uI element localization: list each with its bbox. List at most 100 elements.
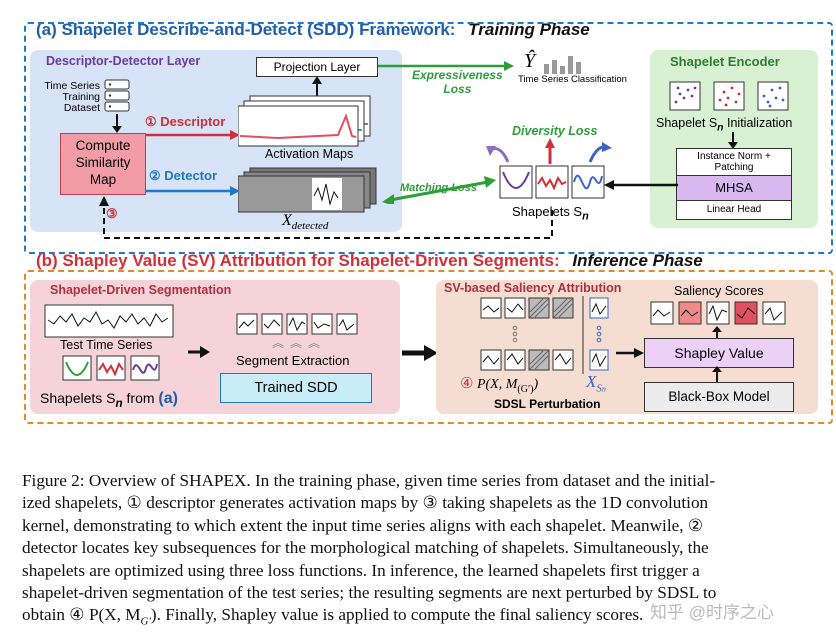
matching-loss-arrow xyxy=(382,176,496,204)
section-b-title: (b) Shapley Value (SV) Attribution for S… xyxy=(36,251,703,271)
scatter-icons xyxy=(669,81,789,111)
detector-arrow xyxy=(146,186,240,196)
instance-norm-line: Patching xyxy=(714,162,754,173)
up-arrow-icon xyxy=(312,76,322,96)
to-shapley-arrow xyxy=(616,348,644,358)
compute-similarity-box: Compute Similarity Map xyxy=(60,133,146,195)
descriptor-label: ① Descriptor xyxy=(145,114,226,129)
p-label: ④ xyxy=(460,376,474,392)
shapelets-from-text: Shapelets S xyxy=(40,390,116,406)
segment-extraction-label: Segment Extraction xyxy=(236,353,350,368)
database-icon xyxy=(104,79,130,112)
cs-line: Map xyxy=(89,172,117,187)
p-formula-end: ) xyxy=(533,377,539,392)
detector-label: ② Detector xyxy=(149,168,218,183)
up-arrow-icon xyxy=(712,366,722,382)
ts-dataset-label: Time Series Training Dataset xyxy=(40,81,100,114)
figure-caption: Figure 2: Overview of SHAPEX. In the tra… xyxy=(22,470,824,633)
shapelet-init-tail: Initialization xyxy=(723,116,793,130)
matching-loss-label: Matching Loss xyxy=(400,182,478,194)
shapley-value-box: Shapley Value xyxy=(644,338,794,368)
sva-title: SV-based Saliency Attribution xyxy=(444,281,622,295)
ddl-title: Descriptor-Detector Layer xyxy=(46,54,201,68)
x-s-label: XSn xyxy=(586,372,606,395)
encoder-stack: Instance Norm + Patching MHSA Linear Hea… xyxy=(676,148,792,220)
segments-row xyxy=(236,313,358,335)
caption-line: ized shapelets, ① descriptor generates a… xyxy=(22,493,709,513)
down-arrow-icon xyxy=(112,114,122,133)
x-s-symbol: X xyxy=(586,372,597,391)
caption-line: shapelets are optimized using three loss… xyxy=(22,560,700,580)
down-arrow-icon xyxy=(728,132,738,149)
activation-maps-stack xyxy=(238,95,371,147)
trained-sdd-box: Trained SDD xyxy=(220,373,372,403)
perturbation-grid xyxy=(480,296,609,374)
shapelet-init-text: Shapelet S xyxy=(656,116,718,130)
p-formula: ④ P(X, M(G′)) xyxy=(460,374,538,395)
inference-phase-label: Inference Phase xyxy=(572,251,703,270)
descriptor-arrow xyxy=(146,130,240,140)
x-detected-label: Xdetected xyxy=(282,212,328,232)
saliency-scores-row xyxy=(650,301,786,325)
caption-last-line: obtain ④ P(X, MG′). Finally, Shapley val… xyxy=(22,604,824,633)
section-b-title-text: (b) Shapley Value (SV) Attribution for S… xyxy=(36,251,560,270)
bar-chart-icon xyxy=(544,56,581,74)
test-ts-label: Test Time Series xyxy=(60,338,153,352)
from-text: from xyxy=(122,390,159,406)
seg-title: Shapelet-Driven Segmentation xyxy=(50,283,232,297)
p-formula-text: P(X, M xyxy=(476,377,518,392)
shapelets-text: Shapelets S xyxy=(512,204,583,219)
expressiveness-arrow xyxy=(378,61,514,71)
shapelets-group xyxy=(486,138,612,199)
diversity-loss-label: Diversity Loss xyxy=(512,124,598,138)
expr-line: Loss xyxy=(443,82,472,96)
shapelet-mini-icons xyxy=(62,355,160,381)
projection-layer-box: Projection Layer xyxy=(256,57,378,77)
y-hat-symbol: Ŷ xyxy=(524,50,536,72)
ts-classification-label: Time Series Classification xyxy=(518,74,627,85)
shapelet-init-label: Shapelet Sn Initialization xyxy=(656,116,793,134)
caption-line: shapelet-driven segmentation of the test… xyxy=(22,583,717,603)
big-right-arrow xyxy=(402,345,438,361)
x-detected-symbol: X xyxy=(282,212,292,229)
section-a-title: (a) Shapelet Describe-and-Detect (SDD) F… xyxy=(36,20,590,40)
ts-line: Time Series xyxy=(44,80,100,92)
shapelets-from-label: Shapelets Sn from (a) xyxy=(40,390,178,410)
caption-sub: G′ xyxy=(140,615,151,628)
cs-line: Similarity xyxy=(75,155,131,170)
training-phase-label: Training Phase xyxy=(468,20,590,39)
mhsa-box: MHSA xyxy=(677,175,791,201)
encoder-to-shapelets-arrow xyxy=(604,180,678,190)
caption-line: kernel, demonstrating to which extent th… xyxy=(22,515,704,535)
p-formula-sub: (G′) xyxy=(517,383,534,395)
x-detected-stack xyxy=(238,167,377,213)
saliency-scores-label: Saliency Scores xyxy=(674,284,764,298)
test-ts-plot xyxy=(44,304,174,338)
instance-norm-line: Instance Norm + xyxy=(697,151,771,162)
instance-norm-box: Instance Norm + Patching xyxy=(677,149,791,175)
caption-line-part: ). Finally, Shapley value is applied to … xyxy=(150,605,644,625)
section-a-title-text: (a) Shapelet Describe-and-Detect (SDD) F… xyxy=(36,20,456,39)
feedback-dashed-arrow xyxy=(99,196,553,239)
watermark: 知乎 @时序之心 xyxy=(650,603,774,622)
right-arrow-icon xyxy=(188,346,210,358)
shapelets-sn-label: Shapelets Sn xyxy=(512,204,589,223)
cs-line: Compute xyxy=(75,138,131,153)
caption-line-part: obtain ④ P(X, M xyxy=(22,605,141,625)
panel-b xyxy=(24,270,833,424)
three-label: ③ xyxy=(106,206,118,221)
x-detected-sub: detected xyxy=(291,220,329,233)
black-box-model-box: Black-Box Model xyxy=(644,382,794,412)
expr-line: Expressiveness xyxy=(412,68,503,82)
chevron-up-icons: ︽︽︽ xyxy=(272,336,327,350)
ts-line: Training xyxy=(62,91,100,103)
x-s-sub: S xyxy=(596,382,602,395)
caption-line: Figure 2: Overview of SHAPEX. In the tra… xyxy=(22,471,716,490)
caption-line: detector locates key subsequences for th… xyxy=(22,538,709,558)
linear-head-box: Linear Head xyxy=(706,204,762,215)
sdsl-label: SDSL Perturbation xyxy=(494,397,601,411)
activation-maps-label: Activation Maps xyxy=(265,147,354,161)
ts-line: Dataset xyxy=(63,102,100,114)
expressiveness-loss-label: Expressiveness Loss xyxy=(412,68,503,96)
a-ref: (a) xyxy=(158,390,178,407)
